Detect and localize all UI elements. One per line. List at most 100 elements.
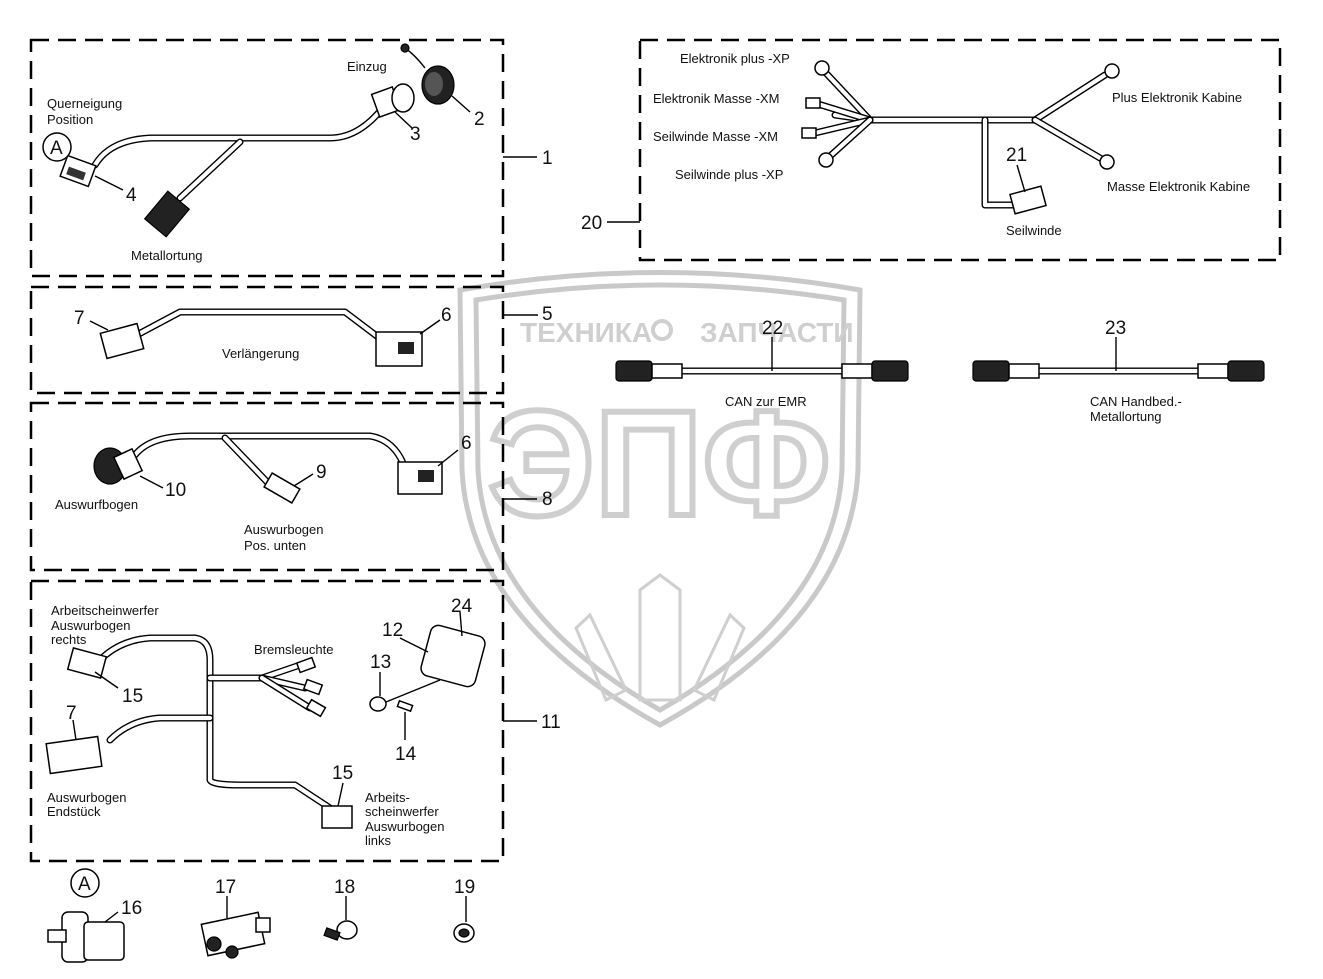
callout-12: 12 bbox=[382, 620, 403, 641]
terminal-seilwinde-plus bbox=[818, 152, 834, 168]
metal-sensor-connector bbox=[143, 190, 191, 238]
label-einzug: Einzug bbox=[347, 59, 387, 74]
connector-3-plug bbox=[391, 83, 415, 113]
terminal-seilwinde-masse bbox=[801, 127, 817, 139]
label-seilwinde-masse: Seilwinde Masse -XM bbox=[653, 129, 778, 144]
label-elektronik-plus: Elektronik plus -XP bbox=[680, 51, 790, 66]
callout-17: 17 bbox=[215, 877, 236, 898]
callout-9: 9 bbox=[316, 462, 327, 483]
label-querneigung-2: Position bbox=[47, 112, 93, 127]
harness-8 bbox=[93, 432, 443, 504]
cable-22-plug-left bbox=[615, 360, 653, 382]
cable-22-plug-right bbox=[871, 360, 909, 382]
harness-1 bbox=[59, 43, 455, 238]
label-plus-kabine: Plus Elektronik Kabine bbox=[1112, 90, 1242, 105]
callout-6b: 6 bbox=[461, 433, 472, 454]
callout-24: 24 bbox=[451, 596, 473, 617]
marker-a-1: A bbox=[50, 138, 63, 159]
marker-a-circle-1 bbox=[42, 132, 72, 162]
clip-14 bbox=[396, 699, 414, 713]
label-endstueck-1: Auswurbogen bbox=[47, 790, 127, 805]
connector-15a bbox=[66, 647, 108, 679]
label-arbeit-rechts-1: Arbeitscheinwerfer bbox=[51, 603, 159, 618]
label-can-emr: CAN zur EMR bbox=[725, 394, 807, 409]
callout-4: 4 bbox=[126, 185, 137, 206]
callout-8: 8 bbox=[542, 489, 553, 510]
callout-10: 10 bbox=[165, 480, 186, 501]
cable-23-plug-right bbox=[1227, 360, 1265, 382]
label-endstueck-2: Endstück bbox=[47, 804, 101, 819]
clamp-18 bbox=[323, 920, 358, 941]
terminal-elektronik-plus bbox=[814, 60, 830, 76]
harness-11 bbox=[45, 624, 486, 829]
connector-6b bbox=[397, 461, 443, 495]
callout-14: 14 bbox=[395, 744, 417, 765]
callout-7a: 7 bbox=[74, 308, 85, 329]
group-box-1 bbox=[29, 38, 505, 278]
group-box-5 bbox=[29, 285, 505, 395]
callout-13: 13 bbox=[370, 652, 391, 673]
marker-a-circle-2 bbox=[70, 868, 100, 898]
watermark-logo: ЭПФ bbox=[488, 379, 831, 547]
label-arbeit-links-4: links bbox=[365, 833, 392, 848]
label-verlaengerung: Verlängerung bbox=[222, 346, 299, 361]
sensor-16 bbox=[47, 911, 125, 963]
callout-20: 20 bbox=[581, 213, 602, 234]
valve-block-17 bbox=[200, 911, 271, 959]
watermark-gear-icon bbox=[651, 319, 673, 341]
label-seilwinde: Seilwinde bbox=[1006, 223, 1062, 238]
clip-19 bbox=[453, 923, 475, 943]
label-auswurfbogen-unten-2: Pos. unten bbox=[244, 538, 306, 553]
label-auswurfbogen: Auswurfbogen bbox=[55, 497, 138, 512]
watermark-wheat-icon bbox=[574, 573, 746, 703]
watermark-text-right: ЗАПЧАСТИ bbox=[700, 317, 853, 348]
callout-22: 22 bbox=[762, 318, 783, 339]
label-masse-kabine: Masse Elektronik Kabine bbox=[1107, 179, 1250, 194]
label-can-handbed-2: Metallortung bbox=[1090, 409, 1162, 424]
terminal-elektronik-masse bbox=[805, 97, 821, 109]
bulb-13 bbox=[369, 696, 387, 712]
cable-23-plug-left bbox=[972, 360, 1010, 382]
connector-9 bbox=[263, 472, 301, 504]
callout-19: 19 bbox=[454, 877, 475, 898]
label-arbeit-rechts-2: Auswurbogen bbox=[51, 618, 131, 633]
harness-20 bbox=[801, 60, 1120, 215]
callout-21: 21 bbox=[1006, 145, 1027, 166]
watermark: ТЕХНИКА ЗАПЧАСТИ ЭПФ bbox=[457, 270, 863, 728]
callout-5: 5 bbox=[542, 304, 553, 325]
label-arbeit-rechts-3: rechts bbox=[51, 632, 87, 647]
callout-18: 18 bbox=[334, 877, 355, 898]
marker-a-2: A bbox=[78, 874, 91, 895]
harness-5 bbox=[99, 308, 423, 367]
label-arbeit-links-2: scheinwerfer bbox=[365, 804, 439, 819]
label-can-handbed-1: CAN Handbed.- bbox=[1090, 394, 1182, 409]
connector-7 bbox=[99, 322, 145, 360]
label-auswurfbogen-unten-1: Auswurbogen bbox=[244, 522, 324, 537]
lamp-24 bbox=[420, 624, 486, 688]
label-metallortung: Metallortung bbox=[131, 248, 203, 263]
callout-15b: 15 bbox=[332, 763, 353, 784]
label-seilwinde-plus: Seilwinde plus -XP bbox=[675, 167, 783, 182]
callout-1: 1 bbox=[542, 148, 553, 169]
callout-16: 16 bbox=[121, 898, 142, 919]
group-box-20 bbox=[638, 38, 1282, 262]
callout-23: 23 bbox=[1105, 318, 1126, 339]
terminal-plus-kabine bbox=[1104, 63, 1120, 79]
label-bremsleuchte: Bremsleuchte bbox=[254, 642, 333, 657]
label-querneigung-1: Querneigung bbox=[47, 96, 122, 111]
callout-11: 11 bbox=[541, 712, 561, 733]
group-box-8 bbox=[29, 401, 505, 572]
callout-2: 2 bbox=[474, 109, 485, 130]
fuse-holder-21 bbox=[1009, 185, 1047, 215]
callout-6a: 6 bbox=[441, 305, 452, 326]
connector-15b bbox=[321, 805, 353, 829]
callout-15a: 15 bbox=[122, 686, 143, 707]
label-arbeit-links-3: Auswurbogen bbox=[365, 819, 445, 834]
watermark-text-left: ТЕХНИКА bbox=[520, 317, 652, 348]
cable-22 bbox=[615, 360, 909, 382]
callout-3: 3 bbox=[410, 124, 421, 145]
label-arbeit-links-1: Arbeits- bbox=[365, 790, 410, 805]
terminal-masse-kabine bbox=[1099, 154, 1115, 170]
label-elektronik-masse: Elektronik Masse -XM bbox=[653, 91, 779, 106]
